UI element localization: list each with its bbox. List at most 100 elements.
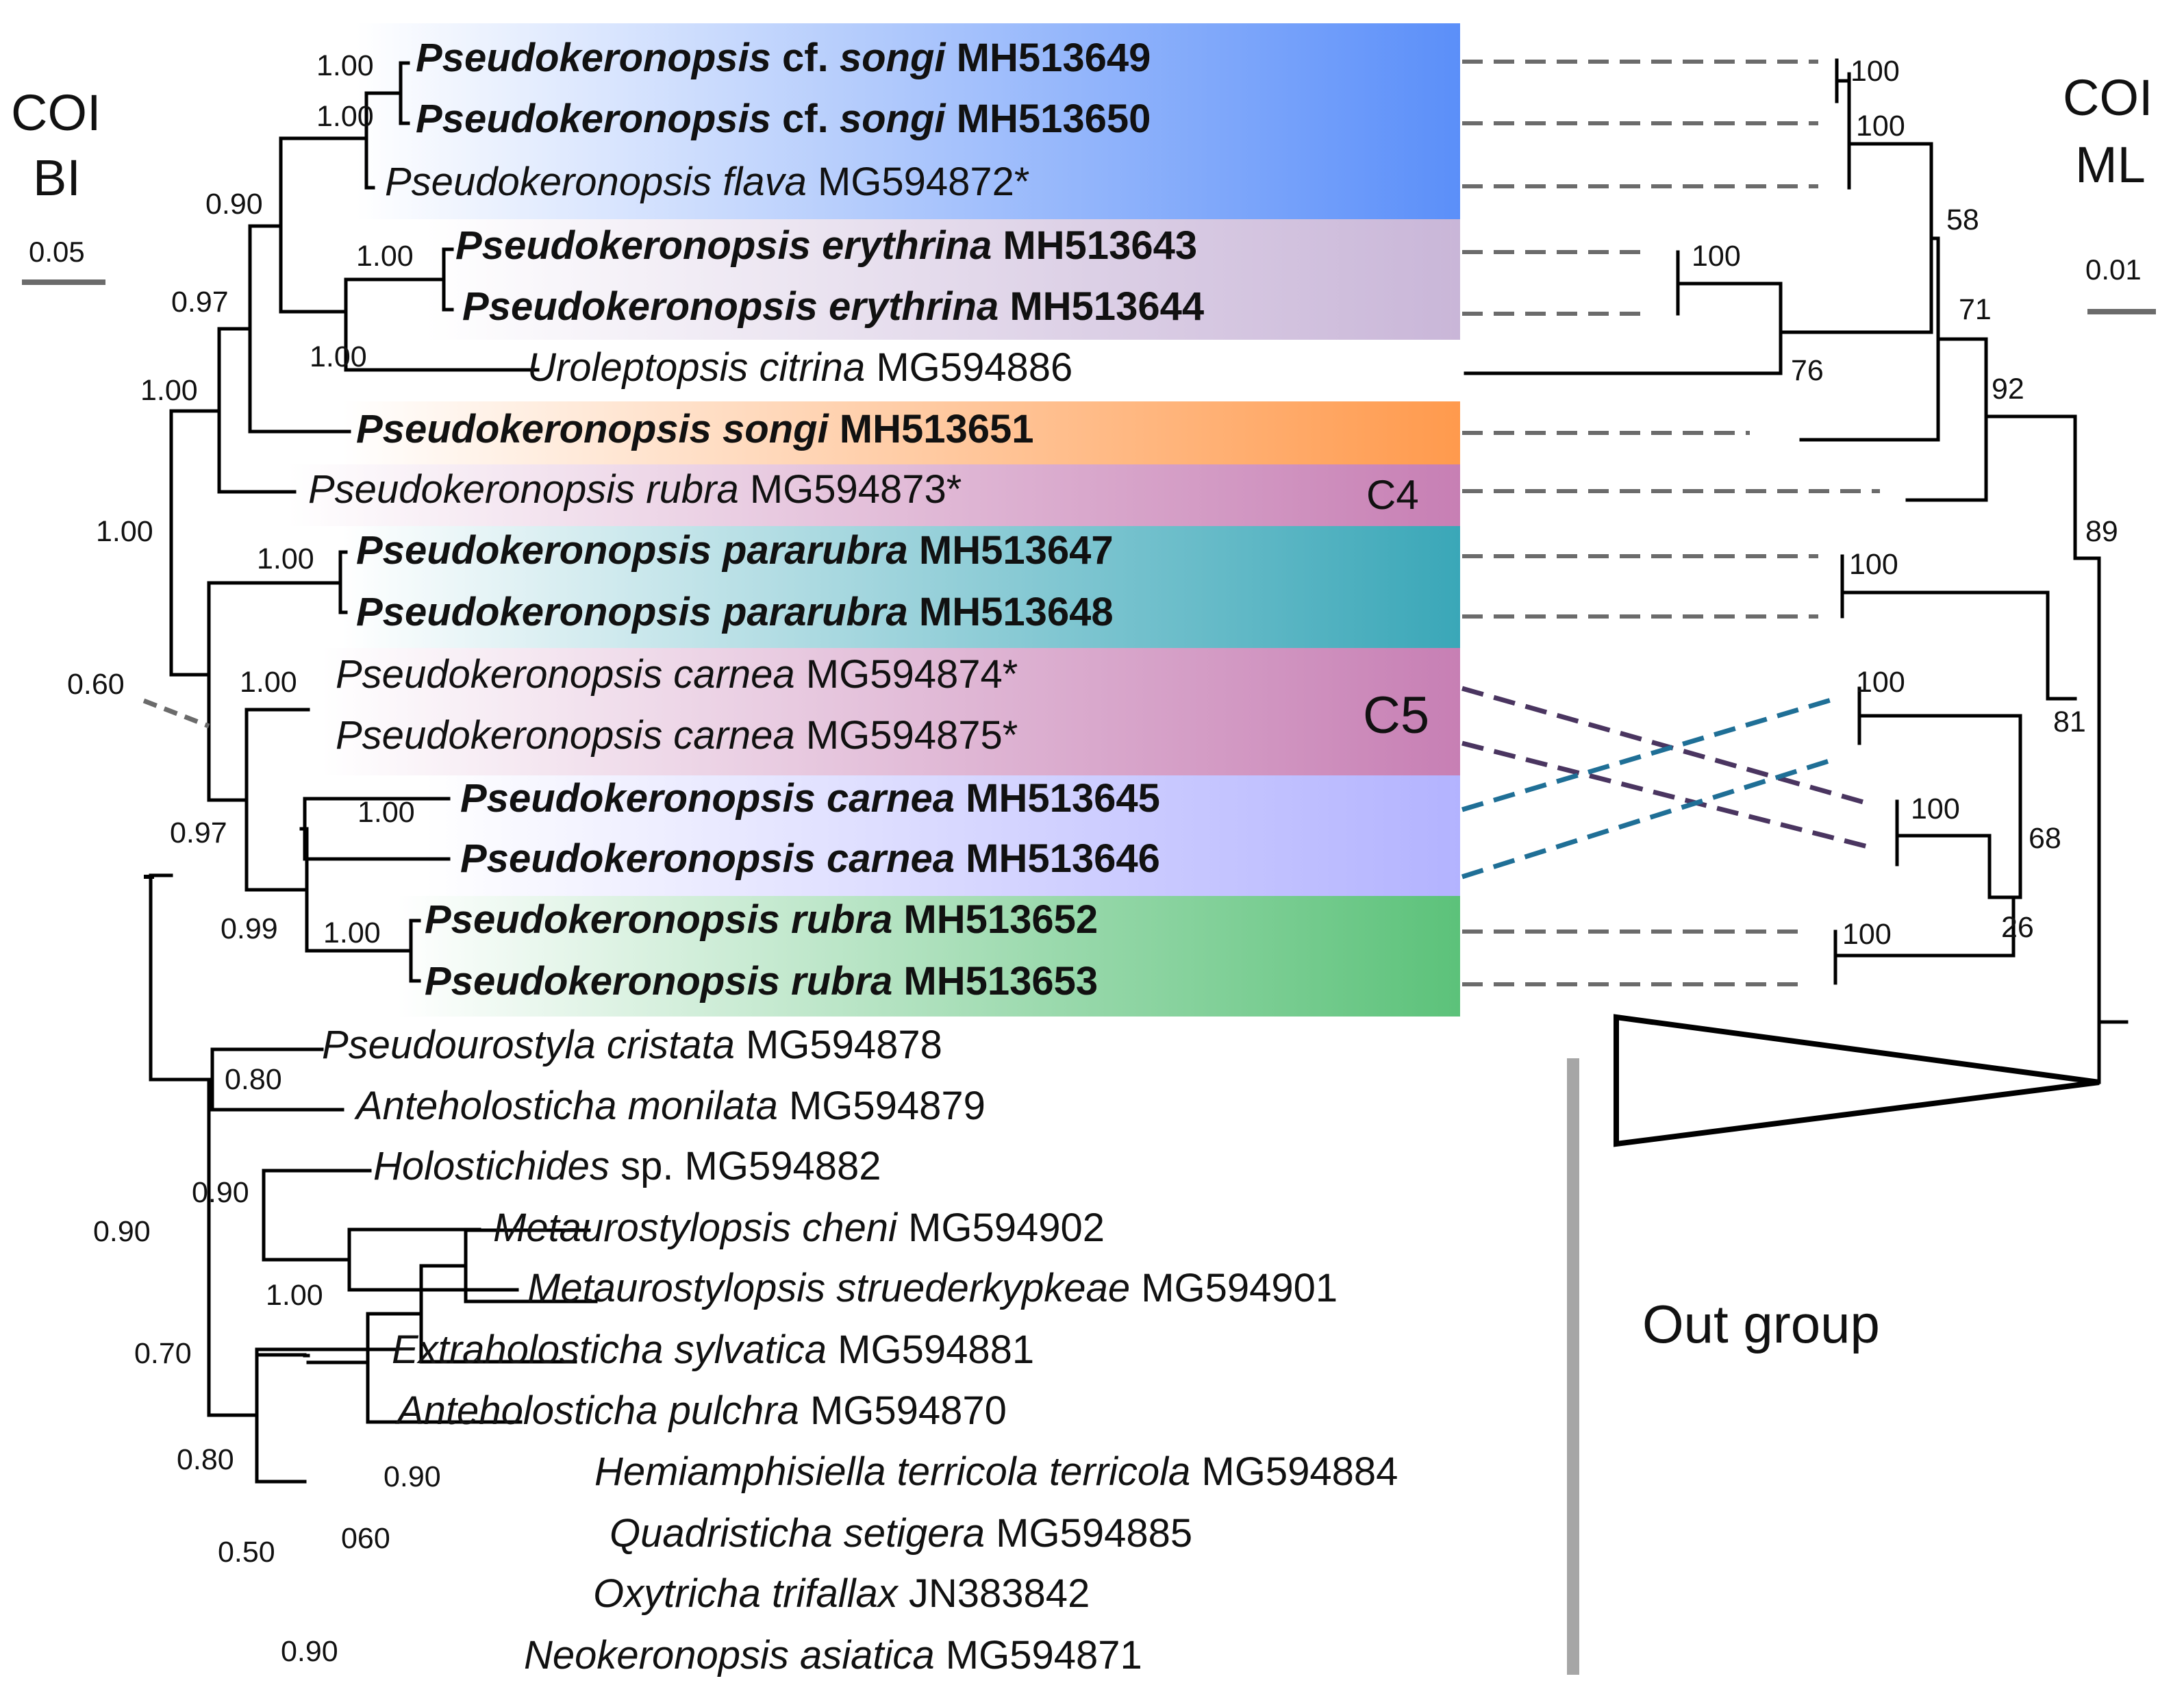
taxon-accession: MG594872*	[807, 160, 1030, 204]
support-value: 1.00	[323, 916, 381, 949]
taxon-label: Pseudokeronopsis flava MG594872*	[385, 160, 1029, 204]
taxon-name: Anteholosticha monilata	[354, 1084, 778, 1128]
support-value: 100	[1856, 110, 1905, 142]
taxon-accession: MH513653	[892, 959, 1098, 1003]
connectors	[1461, 60, 1880, 986]
support-value: 0.97	[171, 286, 229, 319]
support-value: 0.50	[218, 1536, 275, 1569]
left-tree-title-line2: BI	[33, 149, 81, 206]
support-value: 0.99	[221, 912, 278, 945]
support-value: 0.90	[93, 1215, 151, 1248]
right-tree-title-line2: ML	[2075, 136, 2146, 193]
taxon-accession: JN383842	[898, 1571, 1090, 1616]
taxon-name: Pseudokeronopsis rubra	[308, 467, 739, 512]
support-value: 1.00	[266, 1279, 323, 1312]
taxon-accession: MH513645	[955, 776, 1160, 821]
band-erythrina	[425, 219, 1460, 340]
left-scale-label: 0.05	[29, 236, 85, 268]
taxon-accession: MH513646	[955, 836, 1160, 881]
taxon-label: Extraholosticha sylvatica MG594881	[392, 1327, 1034, 1372]
taxon-label: Pseudokeronopsis carnea MH513645	[460, 776, 1160, 821]
taxon-name: Quadristicha setigera	[610, 1511, 985, 1556]
support-value: 100	[1856, 666, 1905, 699]
taxon-accession: MG594873*	[739, 467, 962, 512]
support-value: 1.00	[356, 240, 414, 273]
taxon-accession: MH513648	[908, 590, 1114, 634]
support-value: 1.00	[316, 49, 374, 82]
support-value: 1.00	[357, 796, 415, 829]
taxon-label: Pseudokeronopsis erythrina MH513643	[455, 223, 1197, 268]
support-value: 1.00	[310, 340, 367, 373]
taxon-qualifier: cf.	[771, 36, 840, 80]
support-value: 1.00	[316, 100, 374, 133]
taxon-accession: MG594874*	[795, 652, 1018, 697]
taxon-label: Pseudokeronopsis rubra MG594873*	[308, 467, 962, 512]
taxon-name: Pseudokeronopsis	[416, 36, 771, 80]
support-value: 76	[1791, 354, 1824, 387]
support-value: 0.97	[170, 816, 227, 849]
taxon-accession: MH513647	[908, 528, 1114, 573]
taxon-name: Uroleptopsis citrina	[527, 345, 865, 390]
taxon-accession: MH513651	[829, 407, 1034, 451]
band-c4	[288, 464, 1460, 526]
taxon-accession: MH513644	[999, 284, 1204, 329]
taxon-name: Pseudokeronopsis erythrina	[462, 284, 999, 329]
support-value: 100	[1850, 55, 1900, 88]
taxon-label: Oxytricha trifallax JN383842	[593, 1571, 1090, 1616]
taxon-accession: MG594901	[1130, 1266, 1338, 1310]
support-value: 0.60	[67, 668, 125, 701]
band-pararubra	[342, 526, 1460, 648]
taxon-accession: MG594885	[985, 1511, 1192, 1556]
taxon-label: Pseudokeronopsis carnea MH513646	[460, 836, 1160, 881]
taxon-label: Anteholosticha monilata MG594879	[354, 1084, 986, 1128]
taxon-accession: MG594884	[1190, 1449, 1398, 1494]
taxon-label: Pseudokeronopsis rubra MH513653	[425, 959, 1098, 1003]
support-value: 81	[2053, 706, 2086, 738]
taxon-name: Pseudokeronopsis carnea	[460, 776, 955, 821]
support-value: 68	[2029, 822, 2061, 855]
support-value: 89	[2085, 515, 2118, 548]
band-carnea	[425, 775, 1460, 896]
taxon-label: Pseudokeronopsis carnea MG594874*	[336, 652, 1018, 697]
taxon-name: Pseudokeronopsis rubra	[425, 897, 892, 942]
taxon-accession: MG594902	[897, 1206, 1105, 1250]
taxon-label: Pseudokeronopsis cf. songi MH513650	[416, 97, 1151, 141]
right-tree-title-line1: COI	[2063, 69, 2153, 126]
taxon-label: Anteholosticha pulchra MG594870	[395, 1388, 1007, 1433]
support-value: 1.00	[96, 515, 153, 548]
taxon-label: Pseudokeronopsis cf. songi MH513649	[416, 36, 1151, 80]
taxon-label: Uroleptopsis citrina MG594886	[527, 345, 1072, 390]
taxon-name: Pseudokeronopsis pararubra	[356, 590, 908, 634]
taxon-name: Extraholosticha sylvatica	[392, 1327, 827, 1372]
taxon-label: Pseudokeronopsis erythrina MH513644	[462, 284, 1204, 329]
support-value: 0.90	[384, 1460, 441, 1493]
support-value: 100	[1842, 918, 1892, 951]
taxon-epithet: songi	[840, 36, 947, 80]
taxon-accession: MG594886	[865, 345, 1072, 390]
support-value: 100	[1849, 548, 1898, 581]
taxon-name: Pseudokeronopsis songi	[356, 407, 830, 451]
taxon-name: Pseudourostyla cristata	[322, 1023, 735, 1067]
right-scale-label: 0.01	[2085, 253, 2142, 286]
support-value: 0.70	[134, 1337, 192, 1370]
support-value: 1.00	[240, 666, 297, 699]
taxon-label: Pseudokeronopsis pararubra MH513648	[356, 590, 1114, 634]
taxon-accession: MH513652	[892, 897, 1098, 942]
taxon-accession: MG594870	[799, 1388, 1007, 1433]
taxon-label: Neokeronopsis asiatica MG594871	[524, 1633, 1142, 1678]
support-value: 0.80	[177, 1443, 234, 1476]
taxon-name: Metaurostylopsis cheni	[493, 1206, 899, 1250]
taxon-label: Pseudokeronopsis rubra MH513652	[425, 897, 1098, 942]
taxon-accession: MH513649	[946, 36, 1151, 80]
taxon-name: Pseudokeronopsis pararubra	[356, 528, 908, 573]
taxon-name: Pseudokeronopsis carnea	[336, 652, 795, 697]
support-value: 0.90	[281, 1635, 338, 1668]
left-taxon-labels: Pseudokeronopsis cf. songi MH513649Pseud…	[308, 36, 1398, 1678]
taxon-name: Pseudokeronopsis	[416, 97, 771, 141]
support-value: 100	[1692, 240, 1741, 273]
taxon-accession: MG594878	[735, 1023, 942, 1067]
taxon-name: Oxytricha trifallax	[593, 1571, 899, 1616]
taxon-accession: sp. MG594882	[610, 1144, 881, 1188]
support-value: 0.90	[192, 1176, 249, 1209]
